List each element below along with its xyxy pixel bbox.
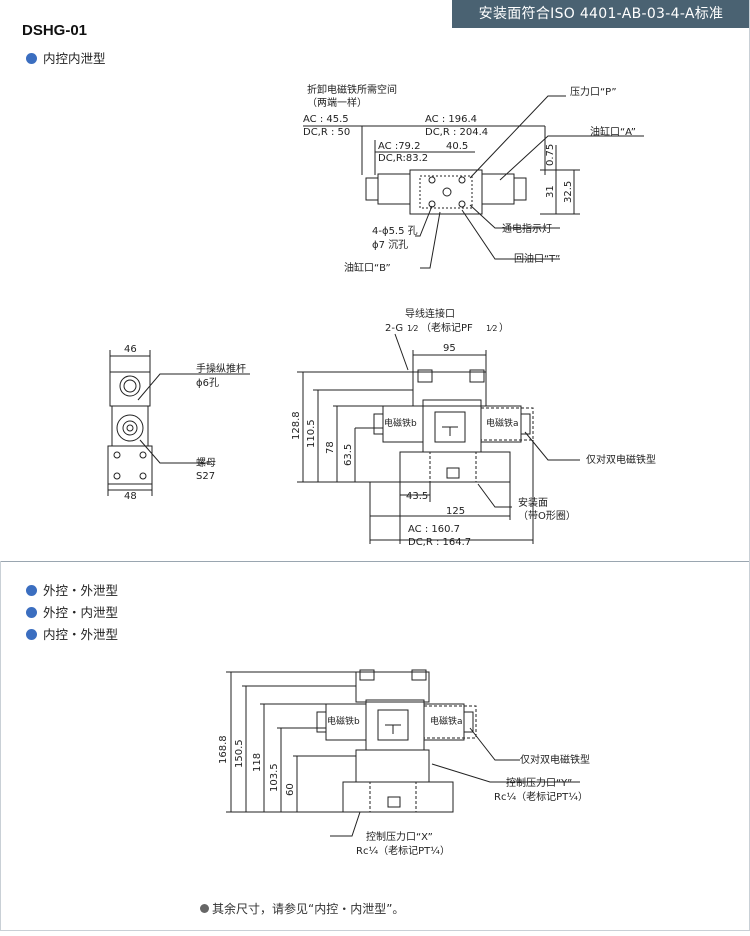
pilot-x-label: 控制压力口“X” (366, 830, 433, 843)
double-only-label-2: 仅对双电磁铁型 (520, 753, 590, 766)
pilot-y-thread: Rc¼（老标记PT¼） (494, 790, 588, 803)
dim-168-8: 168.8 (218, 735, 229, 764)
solenoid-a-label-2: 电磁铁a (430, 715, 463, 727)
o-ring-label: （带O形圈） (518, 510, 576, 522)
port-p-label: 压力口“P” (570, 85, 617, 98)
dim-0-75: 0.75 (545, 144, 556, 166)
wire-thread-c: ） (499, 322, 509, 334)
section-variant-label: 内控・外泄型 (43, 627, 119, 642)
dcr-right-dim: DC,R : 204.4 (425, 127, 488, 138)
standard-banner: 安装面符合ISO 4401-AB-03-4-A标准 (452, 0, 750, 28)
pilot-y-label: 控制压力口“Y” (506, 776, 572, 789)
dim-118: 118 (252, 753, 263, 772)
manual-pin-label: 手操纵推杆 (196, 362, 246, 375)
dim-110-5: 110.5 (306, 419, 317, 448)
top-view-drawing (303, 95, 644, 269)
dim-60: 60 (285, 783, 296, 796)
section-variant-label: 外控・内泄型 (43, 605, 119, 620)
section-variant-2: 外控・内泄型 (26, 604, 118, 622)
solenoid-b-label: 电磁铁b (384, 417, 417, 429)
bullet-dot-icon (26, 607, 37, 618)
bullet-dot-icon (26, 585, 37, 596)
dim-48: 48 (124, 491, 137, 502)
section-variant-3: 内控・外泄型 (26, 626, 118, 644)
dcr-left-dim: DC,R : 50 (303, 127, 350, 138)
ac-total-dim: AC : 160.7 (408, 524, 460, 535)
dim-31: 31 (545, 185, 556, 198)
wire-thread-frac2: 1⁄2 (486, 324, 498, 333)
solenoid-a-label: 电磁铁a (486, 417, 519, 429)
wire-thread-frac: 1⁄2 (407, 324, 419, 333)
dim-128-8: 128.8 (291, 411, 302, 440)
frame-left (0, 561, 1, 931)
ac-left-dim: AC : 45.5 (303, 114, 349, 125)
section-variant-label: 外控・外泄型 (43, 583, 119, 598)
port-a-label: 油缸口“A” (590, 125, 636, 138)
pilot-x-thread: Rc¼（老标记PT¼） (356, 844, 450, 857)
dim-125: 125 (446, 506, 465, 517)
dim-78: 78 (325, 441, 336, 454)
removal-note-label: （两端一样） (307, 96, 367, 109)
dim-40-5: 40.5 (446, 141, 468, 152)
ac-inner-dim: AC :79.2 (378, 141, 420, 152)
section-variant-1: 外控・外泄型 (26, 582, 118, 600)
dim-32-5: 32.5 (563, 181, 574, 203)
bullet-dot-icon (26, 629, 37, 640)
dcr-total-dim: DC,R : 164.7 (408, 537, 471, 548)
lower-view-drawing (226, 669, 580, 837)
wire-thread-b: （老标记PF (421, 321, 473, 334)
counterbore-label: ϕ7 沉孔 (372, 238, 408, 251)
port-b-label: 油缸口“B” (344, 261, 391, 274)
double-only-label: 仅对双电磁铁型 (586, 453, 656, 466)
nut-size-label: S27 (196, 471, 215, 482)
port-t-label: 回油口“T” (514, 252, 560, 265)
dim-150-5: 150.5 (234, 739, 245, 768)
solenoid-b-label-2: 电磁铁b (327, 715, 360, 727)
frame-bottom (0, 930, 750, 931)
dim-103-5: 103.5 (269, 763, 280, 792)
section-internal: 内控内泄型 (26, 50, 106, 68)
manual-hole-label: ϕ6孔 (196, 377, 219, 389)
note-dot-icon (200, 904, 209, 913)
ac-right-dim: AC : 196.4 (425, 114, 477, 125)
mount-face-label: 安装面 (518, 496, 548, 509)
footer-note: 其余尺寸，请参见“内控・内泄型”。 (200, 900, 404, 917)
dim-43-5: 43.5 (406, 491, 428, 502)
bullet-dot-icon (26, 53, 37, 64)
removal-space-label: 折卸电磁铁所需空间 (307, 83, 397, 96)
wire-port-label: 导线连接口 (405, 307, 455, 320)
section-internal-label: 内控内泄型 (43, 51, 106, 66)
indicator-label: 通电指示灯 (502, 222, 552, 235)
dim-95: 95 (443, 343, 456, 354)
front-view-drawing (297, 333, 580, 544)
dim-46: 46 (124, 344, 137, 355)
nut-label: 螺母 (196, 457, 216, 469)
side-view-drawing (107, 350, 250, 496)
dim-63-5: 63.5 (343, 444, 354, 466)
wire-thread-a: 2-G (385, 323, 403, 334)
footer-note-text: 其余尺寸，请参见“内控・内泄型”。 (212, 902, 405, 916)
holes-label: 4-ϕ5.5 孔 (372, 225, 418, 237)
model-title: DSHG-01 (22, 22, 88, 39)
section-divider (0, 561, 750, 562)
dcr-inner-dim: DC,R:83.2 (378, 153, 428, 164)
